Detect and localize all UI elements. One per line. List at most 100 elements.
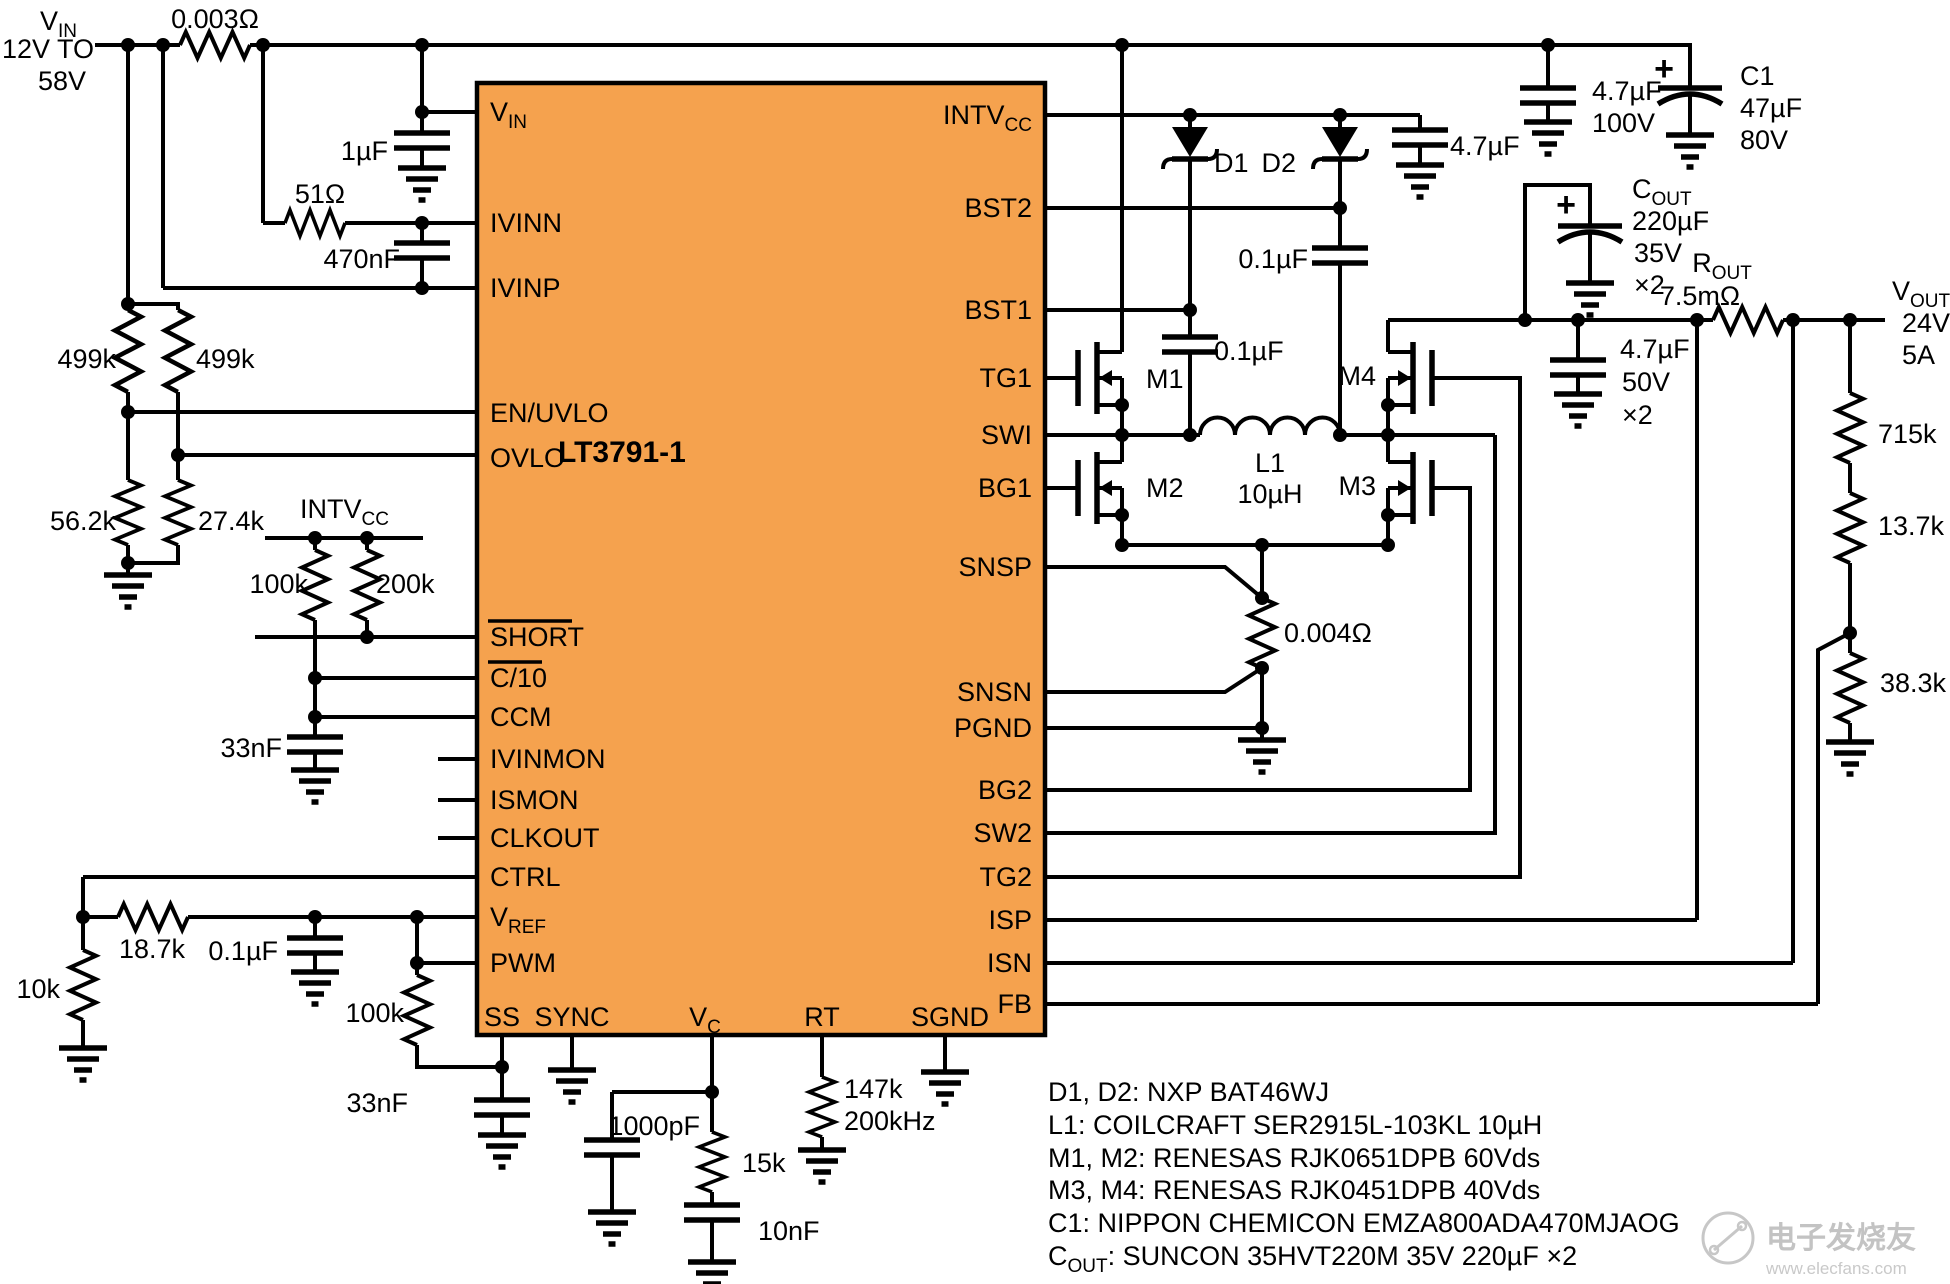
pin-ivinn: IVINN (490, 208, 562, 238)
label-c1-name: C1 (1740, 61, 1775, 91)
ic-body (474, 80, 1048, 1038)
pin-ivinp: IVINP (490, 273, 561, 303)
capacitor-33nf-a (287, 737, 343, 752)
pin-ss: SS (484, 1002, 520, 1032)
pin-ctrl: CTRL (490, 862, 561, 892)
ground-icon (1396, 165, 1444, 197)
label-vin-range1: 12V TO (2, 34, 94, 64)
ground-icon (588, 1212, 636, 1244)
label-intvcc-rail: INTVCC (300, 494, 389, 530)
label-rsense: 0.004Ω (1284, 618, 1372, 648)
label-d1: D1 (1214, 148, 1249, 178)
note-line: D1, D2: NXP BAT46WJ (1048, 1077, 1329, 1107)
resistor-147k (807, 1075, 837, 1139)
capacitor-47uf-50v (1550, 360, 1606, 375)
wire-bg2-route (1045, 486, 1472, 792)
pin-pwm: PWM (490, 948, 556, 978)
pin-isn: ISN (987, 948, 1032, 978)
wire-top-rail (250, 43, 1692, 88)
capacitor-01uf-bst2 (1312, 248, 1368, 263)
label-r10k: 10k (16, 974, 60, 1004)
label-r56k2: 56.2k (50, 506, 117, 536)
note-line: L1: COILCRAFT SER2915L-103KL 10µH (1048, 1110, 1542, 1140)
pin-ovlo: OVLO (490, 443, 565, 473)
ic-part-number: LT3791-1 (558, 436, 686, 469)
pin-short: SHORT (490, 622, 584, 652)
ground-icon (1566, 283, 1614, 315)
ground-icon (59, 1048, 107, 1080)
note-line-cout: COUT: SUNCON 35HVT220M 35V 220µF ×2 (1048, 1241, 1577, 1277)
label-shunt: 0.003Ω (171, 4, 259, 34)
ground-icon (688, 1262, 736, 1284)
ground-icon (291, 770, 339, 802)
pin-ivinmon: IVINMON (490, 744, 606, 774)
label-r100k-b: 100k (345, 998, 404, 1028)
ground-icon (478, 1135, 526, 1167)
label-m2: M2 (1146, 473, 1184, 503)
wire-stub-pins (438, 757, 477, 840)
label-c01uf-bst2: 0.1µF (1238, 244, 1308, 274)
label-c1-rating: 80V (1740, 125, 1788, 155)
label-rout-val: 7.5mΩ (1660, 281, 1740, 311)
pin-pgnd: PGND (954, 713, 1032, 743)
wire-c10-ccm (315, 676, 477, 719)
label-f200khz: 200kHz (844, 1106, 936, 1136)
label-c10nf: 10nF (758, 1216, 820, 1246)
capacitor-33nf-b (474, 1100, 530, 1115)
pin-vc: VC (689, 1002, 721, 1038)
label-m3: M3 (1338, 471, 1376, 501)
wire-tg2-route (1045, 376, 1522, 879)
capacitor-10nf (684, 1205, 740, 1220)
mosfet-m1 (1078, 342, 1129, 414)
resistor-10k (68, 948, 98, 1022)
mosfet-m4 (1381, 342, 1432, 414)
component-labels: VIN 12V TO 58V 0.003Ω 51Ω 1µF 470nF 499k… (2, 4, 1950, 1246)
label-vout: VOUT (1892, 276, 1950, 312)
resistor-13k7 (1835, 491, 1865, 565)
resistor-51 (283, 208, 347, 238)
pin-rt: RT (804, 1002, 840, 1032)
junction-dots (76, 38, 1857, 1099)
label-c47uf-50v-rating: 50V (1622, 367, 1670, 397)
wire-ivinn (261, 45, 477, 225)
resistor-27k4 (163, 478, 193, 547)
wire-uvlo-divider-top (126, 45, 180, 310)
elecfans-logo-icon (1708, 1244, 1720, 1256)
ground-icon (1238, 740, 1286, 772)
ic-left-pin-labels: VIN IVINN IVINP EN/UVLO OVLO SHORT C/10 … (488, 97, 609, 978)
pin-snsp: SNSP (958, 552, 1032, 582)
label-r13k7: 13.7k (1878, 511, 1945, 541)
elecfans-logo-icon (1713, 1224, 1743, 1252)
label-r27k4: 27.4k (198, 506, 265, 536)
label-l1-name: L1 (1255, 448, 1285, 478)
mosfet-m3 (1381, 452, 1432, 524)
mosfet-m2 (1078, 452, 1129, 524)
wire-sw2-route (1045, 435, 1497, 835)
label-vin: VIN (40, 6, 77, 42)
watermark-url: www.elecfans.com (1765, 1259, 1907, 1278)
pin-sgnd: SGND (911, 1002, 989, 1032)
label-r100k-a: 100k (249, 569, 308, 599)
pin-fb: FB (997, 989, 1032, 1019)
pin-swi: SWI (981, 420, 1032, 450)
pin-bg2: BG2 (978, 775, 1032, 805)
label-c47uf-50v: 4.7µF (1620, 334, 1690, 364)
ground-icon (1554, 394, 1602, 426)
ground-icon (921, 1072, 969, 1104)
label-r715k: 715k (1878, 419, 1937, 449)
label-c01uf-bst1: 0.1µF (1214, 336, 1284, 366)
ground-icon (1826, 742, 1874, 774)
label-cout-val: 220µF (1632, 206, 1709, 236)
label-c1000pf: 1000pF (608, 1111, 700, 1141)
label-rout-name: ROUT (1692, 248, 1752, 284)
label-c47uf-50v-qty: ×2 (1622, 400, 1653, 430)
label-c1-val: 47µF (1740, 93, 1802, 123)
label-c470nf: 470nF (323, 244, 400, 274)
pin-tg1: TG1 (979, 363, 1032, 393)
pin-bst2: BST2 (964, 193, 1032, 223)
label-l1-val: 10µH (1237, 479, 1302, 509)
watermark: 电子发烧友 www.elecfans.com (1701, 1211, 1916, 1278)
pin-ccm: CCM (490, 702, 552, 732)
label-c47uf-100v-rating: 100V (1592, 108, 1655, 138)
